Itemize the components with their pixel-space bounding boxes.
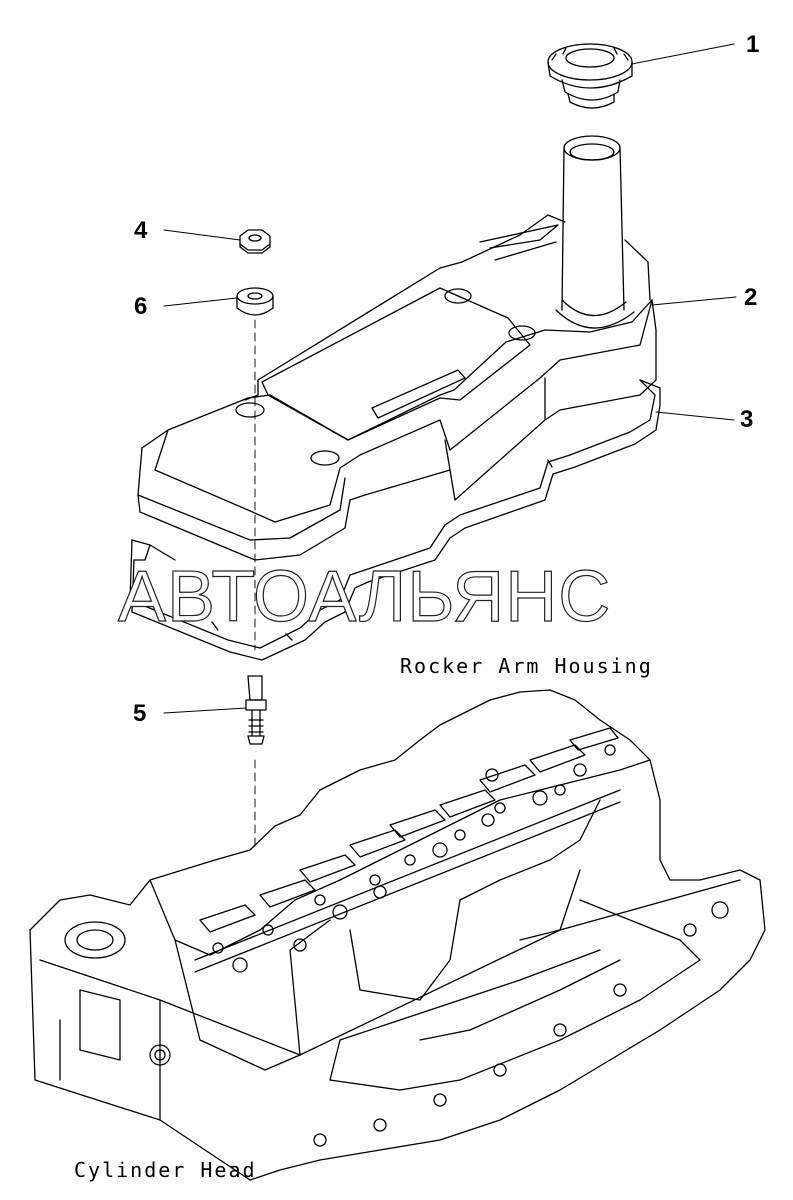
- hex-nut: [239, 229, 271, 254]
- leader-2: [651, 296, 737, 306]
- callout-5: 5: [133, 700, 147, 727]
- leader-lines: [163, 43, 737, 714]
- callout-2: 2: [744, 284, 758, 311]
- mounting-stud: [245, 675, 267, 745]
- isolator-grommet: [236, 287, 274, 316]
- leader-1: [631, 43, 735, 65]
- leader-6: [163, 297, 238, 307]
- callout-3: 3: [740, 406, 754, 433]
- housing-gasket: [129, 379, 661, 661]
- cylinder-head: [29, 689, 766, 1181]
- label-rocker-arm-housing: Rocker Arm Housing: [400, 654, 653, 678]
- oil-filler-cap: [547, 43, 633, 109]
- callout-6: 6: [134, 293, 148, 320]
- rocker-housing: [137, 135, 657, 561]
- callout-1: 1: [746, 31, 760, 58]
- watermark-text: АВТОАЛЬЯНС: [117, 556, 612, 637]
- leader-5: [163, 707, 247, 714]
- leader-4: [163, 229, 241, 241]
- label-cylinder-head: Cylinder Head: [74, 1158, 257, 1182]
- leader-3: [655, 411, 735, 421]
- callout-4: 4: [134, 217, 148, 244]
